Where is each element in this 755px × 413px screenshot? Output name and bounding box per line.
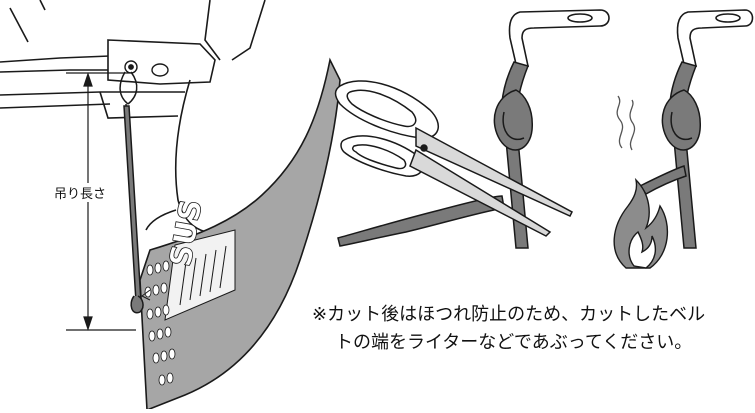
caution-note-line-1: ※カット後はほつれ防止のため、カットしたベル — [312, 304, 706, 325]
mud-flap: SUS — [139, 57, 341, 412]
belt-right — [638, 61, 701, 249]
truck-body — [0, 0, 266, 234]
belt-bracket-right — [676, 9, 754, 67]
scissors-icon — [334, 80, 573, 237]
caution-note-line-2: トの端をライターなどであぶってください。 — [335, 332, 693, 353]
hanging-belt — [119, 71, 144, 314]
smoke-icon — [616, 95, 636, 151]
flame-icon — [613, 177, 669, 269]
cut-strap — [337, 195, 505, 247]
hanging-length-label: 吊り長さ — [52, 183, 109, 202]
belt-bracket-left — [508, 9, 610, 67]
belt-left — [493, 61, 533, 249]
